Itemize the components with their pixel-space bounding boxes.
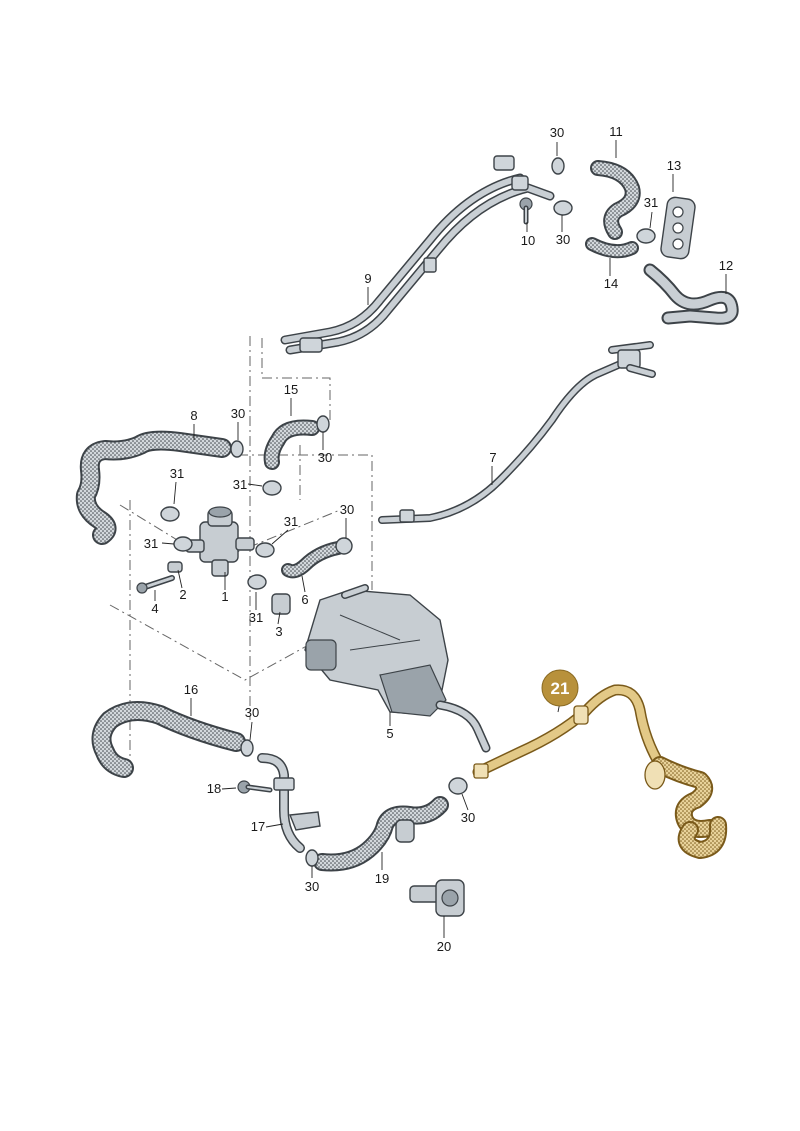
badge-label: 21 [551,679,570,698]
callout-14: 14 [604,276,618,291]
callout-30-d: 30 [318,450,332,465]
valve-1 [185,506,255,577]
callout-6: 6 [301,592,308,607]
callout-30-a: 30 [550,125,564,140]
hose-19 [313,796,449,872]
callout-31-e: 31 [144,536,158,551]
hose-6 [281,541,345,579]
washer-2 [167,561,183,573]
callout-31-f: 31 [249,610,263,625]
callout-31-c: 31 [170,466,184,481]
pipe-7 [378,341,656,524]
callout-30-c: 30 [231,406,245,421]
plug-3 [271,593,291,615]
bolt-18 [237,780,273,794]
callout-30-b: 30 [556,232,570,247]
callout-12: 12 [719,258,733,273]
hose-14 [585,237,639,259]
callout-13: 13 [667,158,681,173]
callout-1: 1 [221,589,228,604]
pipe-21-highlighted [472,684,728,859]
callout-7: 7 [489,450,496,465]
callout-9: 9 [364,271,371,286]
badge-circle [541,669,579,707]
callout-11: 11 [609,124,623,139]
bolt-4 [136,575,175,594]
thermostat-housing-20 [409,879,465,917]
callout-15: 15 [284,382,298,397]
hose-16 [91,701,246,778]
callout-2: 2 [179,587,186,602]
highlight-badge-21: 21 [541,669,579,707]
callout-30-e: 30 [340,502,354,517]
callout-31-b: 31 [233,477,247,492]
callout-10: 10 [521,233,535,248]
callout-labels: 30 11 13 31 10 30 14 12 9 15 8 30 30 31 … [144,124,733,954]
callout-20: 20 [437,939,451,954]
bolt-10 [519,197,533,225]
callout-30-f: 30 [245,705,259,720]
bracket-13 [660,196,696,260]
hose-clips [160,157,656,867]
callout-30-g: 30 [305,879,319,894]
leader-lines [154,140,727,938]
hose-15 [263,419,320,470]
hose-11 [590,160,641,240]
callout-3: 3 [275,624,282,639]
callout-4: 4 [151,601,158,616]
callout-16: 16 [184,682,198,697]
callout-17: 17 [251,819,265,834]
pipe-12 [643,263,739,325]
heater-unit-5 [304,584,491,753]
pipe-9 [280,155,555,355]
pipe-17 [257,753,321,853]
callout-5: 5 [386,726,393,741]
callout-31-d: 31 [284,514,298,529]
callout-8: 8 [190,408,197,423]
hose-8 [75,430,232,545]
callout-30-h: 30 [461,810,475,825]
callout-18: 18 [207,781,221,796]
callout-19: 19 [375,871,389,886]
callout-31-a: 31 [644,195,658,210]
